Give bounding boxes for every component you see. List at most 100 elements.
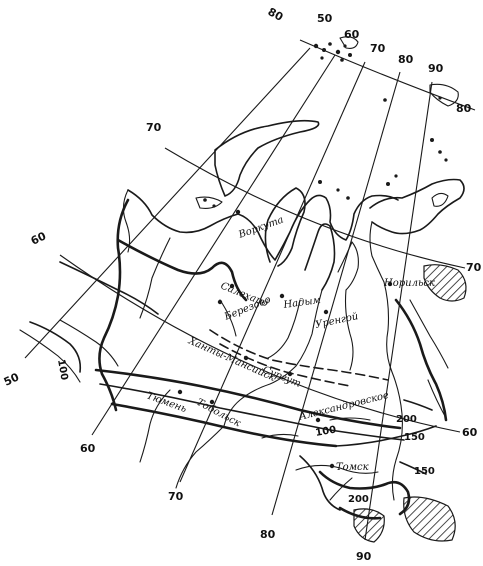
isoline-south-east-150: [399, 461, 427, 475]
franz-josef-island: [320, 56, 324, 60]
ob-river: [223, 289, 323, 427]
isoline-value-label: 100: [315, 424, 338, 438]
kara-sea-island: [383, 98, 387, 102]
pechora-river: [139, 237, 171, 319]
meridian-lines: [24, 47, 433, 541]
meridian-60: [91, 54, 336, 436]
kara-sea-island: [430, 138, 434, 142]
isoline-200-east: [403, 399, 433, 411]
severnaya-zemlya: [429, 83, 459, 107]
surgut-marker: [287, 371, 293, 377]
place-label-norilsk: Норильск: [383, 278, 435, 289]
franz-josef-island: [322, 48, 326, 52]
norilsk-marker: [387, 281, 393, 287]
longitude-label: 60: [80, 442, 96, 455]
nadym-marker: [279, 293, 285, 299]
yenisei-river: [383, 281, 403, 501]
rivers: [19, 237, 449, 501]
meridian-70: [179, 61, 366, 483]
longitude-label: 80: [260, 528, 276, 541]
isoline-southern-loop: [318, 470, 411, 516]
taz-bay-coast: [337, 241, 359, 291]
irtysh-river: [175, 425, 225, 489]
pur-river: [344, 289, 354, 371]
urengoy-marker: [323, 309, 329, 315]
western-coast: [122, 189, 131, 253]
isoline-east: [394, 298, 448, 422]
novaya-zemlya-coast: [214, 119, 320, 197]
isoline-value-label: 150: [404, 432, 425, 443]
hatch-putorana: [423, 264, 467, 302]
tyumen-marker: [177, 389, 183, 395]
berezovo-marker: [217, 299, 223, 305]
tobolsk-marker: [209, 399, 215, 405]
meridian-90: [364, 81, 433, 541]
boundary-north: [116, 238, 248, 302]
place-label-urengoy: Уренгой: [314, 311, 359, 331]
longitude-label: 50: [2, 370, 22, 388]
latitude-label: 70: [466, 261, 482, 274]
coastlines: [122, 119, 465, 291]
kara-sea-island: [346, 196, 350, 200]
tobol-river: [139, 389, 171, 463]
yamal-coast: [264, 187, 306, 267]
kara-sea-island: [203, 198, 207, 202]
isoline-dashed: [209, 329, 389, 381]
taymyr-coast: [369, 178, 465, 235]
khanty-marker: [243, 355, 249, 361]
kara-sea-island: [212, 204, 216, 208]
place-label-tomsk: Томск: [336, 462, 369, 473]
latitude-lines: [59, 39, 476, 433]
meridian-50: [24, 47, 311, 359]
nadym-river: [267, 299, 301, 359]
longitude-label: 60: [344, 28, 360, 41]
isoline-western-loop: [59, 261, 159, 315]
isoline-dashed-2: [219, 343, 351, 387]
isoline-south-3: [110, 402, 338, 448]
parallel-60: [59, 254, 461, 433]
kara-sea-island: [318, 180, 322, 184]
isoline-150: [335, 425, 437, 447]
latitude-label: 60: [462, 426, 478, 439]
hatch-sayan: [403, 496, 456, 542]
isoline-labels: 100 100 200 150 150 200: [55, 359, 435, 505]
latitude-label: 70: [146, 121, 162, 134]
aleksandrovskoe-marker: [315, 417, 321, 423]
meridian-80: [271, 71, 401, 516]
eastern-tributary: [409, 299, 449, 369]
salekhard-marker: [229, 283, 235, 289]
longitude-label: 80: [398, 53, 414, 66]
ket-river: [329, 417, 371, 421]
parallel-70: [164, 147, 466, 269]
kara-sea-island: [444, 158, 448, 162]
isoline-value-label: 200: [348, 494, 369, 505]
place-label-khanty: Ханты-Мансийск: [186, 335, 277, 384]
hatch-altai-west: [353, 508, 385, 543]
latitude-label: 80: [456, 102, 472, 115]
place-label-nadym: Надым: [282, 295, 322, 311]
town-markers: [177, 209, 393, 469]
longitude-label: 80: [266, 5, 286, 24]
longitude-label: 90: [428, 62, 444, 75]
hatched-areas: [353, 264, 467, 543]
arctic-islands: [203, 36, 459, 208]
longitude-label: 70: [370, 42, 386, 55]
isolines: [29, 198, 448, 520]
degree-labels: 80 50 60 70 80 90 80 70 70 60 60 50 60 7…: [2, 5, 482, 563]
kara-sea-island: [386, 182, 390, 186]
ob-bay-coast: [304, 223, 336, 291]
franz-josef-island: [340, 58, 344, 62]
isoline-south-2: [99, 383, 405, 441]
franz-josef-outline: [339, 36, 359, 49]
longitude-label: 90: [356, 550, 372, 563]
franz-josef-island: [335, 49, 341, 55]
franz-josef-island: [313, 43, 319, 49]
isoline-value-label: 200: [396, 414, 417, 425]
isoline-value-label: 100: [55, 359, 69, 382]
parallel-80: [299, 39, 476, 111]
isoline-south-1: [94, 368, 402, 430]
franz-josef-island: [348, 53, 352, 57]
kara-sea-island: [438, 150, 442, 154]
